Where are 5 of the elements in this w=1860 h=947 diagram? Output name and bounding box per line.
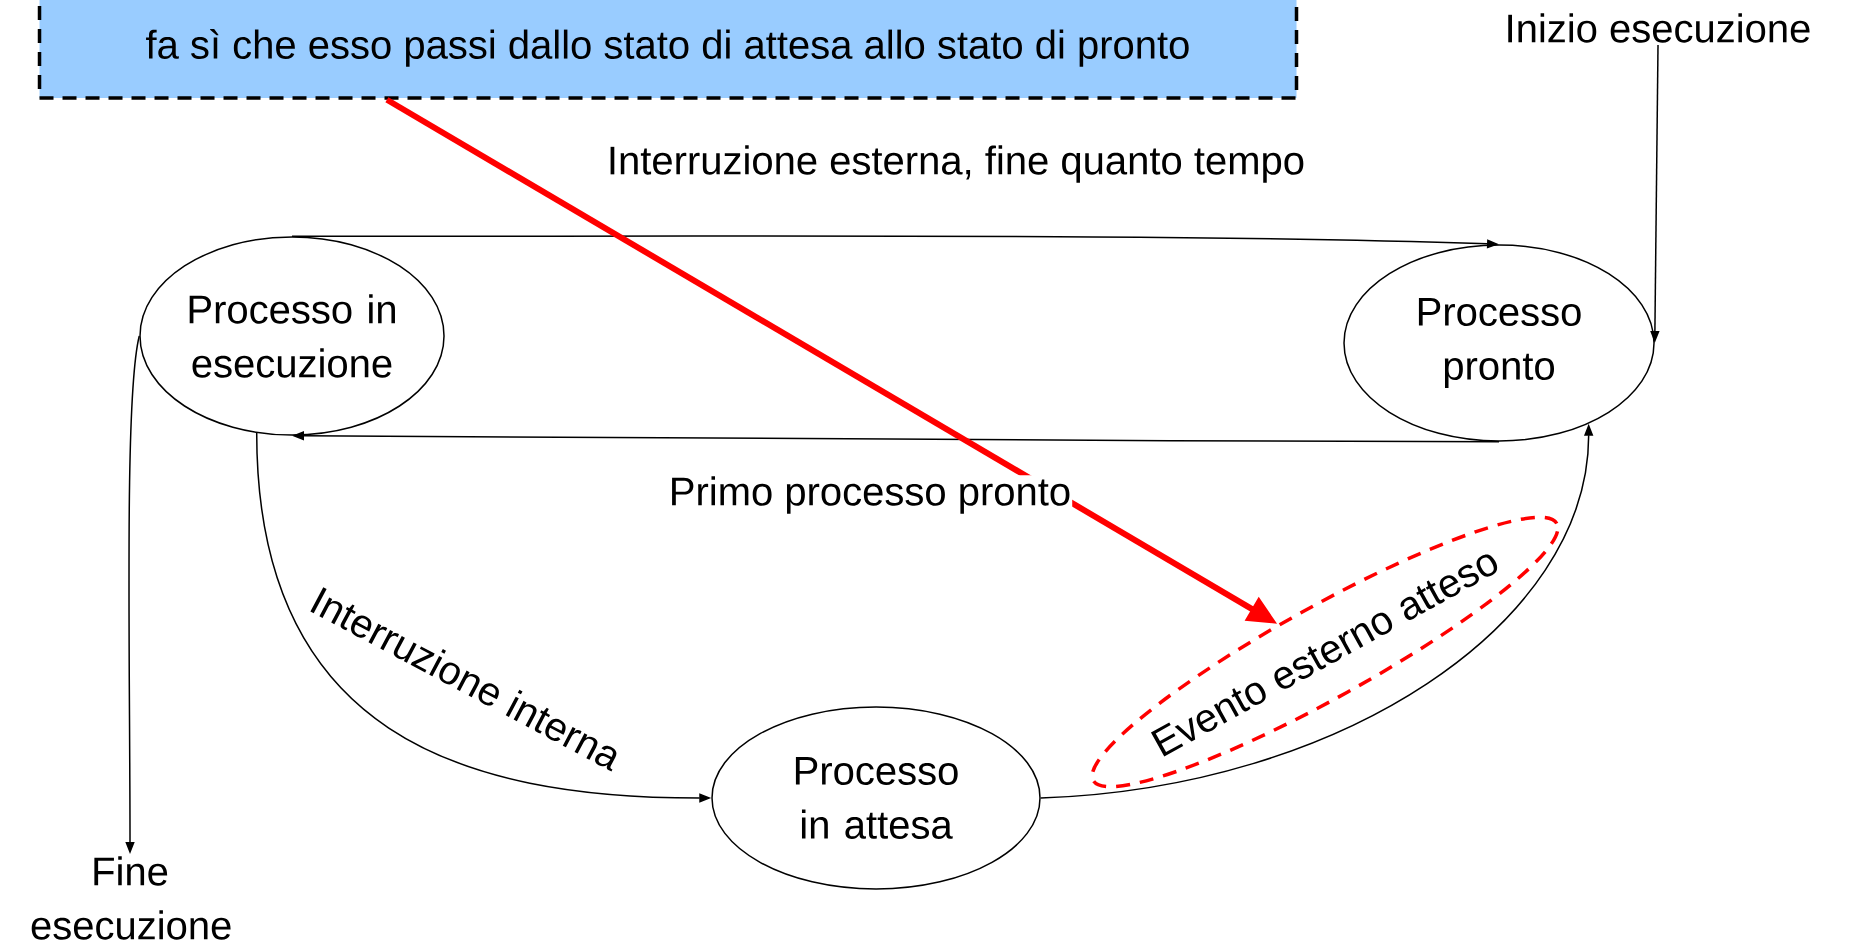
- end-label: Fine esecuzione: [31, 856, 231, 940]
- edge-label: Interruzione esterna, fine quanto tempo: [605, 144, 1307, 184]
- start-label: Inizio esecuzione: [1508, 13, 1810, 43]
- note-box: fa sì che esso passi dallo stato di attesa allo stato di pronto: [37, 0, 1299, 100]
- edge-label: Primo processo pronto: [667, 475, 1073, 515]
